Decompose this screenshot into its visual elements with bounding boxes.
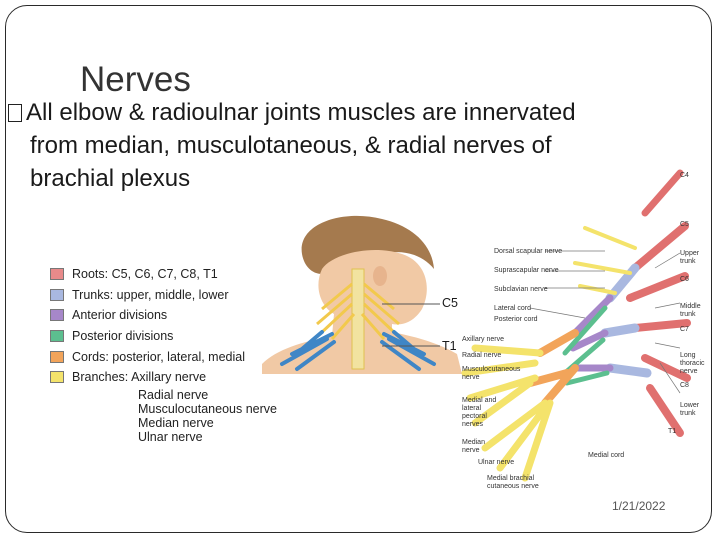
swatch-trunks bbox=[50, 288, 64, 301]
root-c8 bbox=[641, 354, 691, 382]
label-c5: C5 bbox=[680, 221, 689, 228]
label-median: Median nerve bbox=[462, 439, 485, 454]
root-c5 bbox=[631, 222, 689, 272]
label-c8: C8 bbox=[680, 382, 689, 389]
label-long-thoracic: Long thoracic nerve bbox=[680, 352, 705, 375]
right-leaders bbox=[654, 252, 681, 394]
legend-item-branches: Branches: Axillary nerve bbox=[50, 367, 277, 388]
plexus-left bbox=[316, 282, 356, 340]
label-suprascapular: Suprascapular nerve bbox=[494, 267, 559, 274]
slide-date: 1/21/2022 bbox=[612, 499, 666, 513]
bullet-text: All elbow & radioulnar joints muscles ar… bbox=[8, 96, 698, 195]
legend-item-roots: Roots: C5, C6, C7, C8, T1 bbox=[50, 264, 277, 285]
legend-item-trunks: Trunks: upper, middle, lower bbox=[50, 285, 277, 306]
branch-musculocutaneous: Musculocutaneous nerve bbox=[138, 401, 277, 416]
root-t1 bbox=[646, 384, 684, 437]
label-lateral-cord: Lateral cord bbox=[494, 305, 531, 312]
swatch-posterior bbox=[50, 330, 64, 343]
label-posterior-cord: Posterior cord bbox=[494, 316, 538, 323]
spinal-cord bbox=[351, 268, 365, 370]
branch-ulnar: Ulnar nerve bbox=[138, 429, 203, 444]
label-subclavian: Subclavian nerve bbox=[494, 286, 548, 293]
legend: Roots: C5, C6, C7, C8, T1 Trunks: upper,… bbox=[50, 264, 277, 444]
root-c6 bbox=[626, 272, 689, 302]
cords bbox=[526, 329, 579, 407]
legend-item-anterior: Anterior divisions bbox=[50, 305, 277, 326]
branch-radial: Radial nerve bbox=[138, 387, 209, 402]
anterior-division bbox=[569, 294, 614, 372]
top-leaders bbox=[529, 250, 605, 319]
label-middle-trunk: Middle trunk bbox=[680, 303, 701, 318]
swatch-branches bbox=[50, 371, 64, 384]
blue-nerves-left bbox=[280, 330, 336, 371]
legend-item-cords: Cords: posterior, lateral, medial bbox=[50, 346, 277, 367]
label-c7: C7 bbox=[680, 326, 689, 333]
label-c6: C6 bbox=[680, 276, 689, 283]
root-c4 bbox=[641, 169, 684, 217]
bullet-line-2: from median, musculotaneous, & radial ne… bbox=[30, 132, 552, 159]
label-lower-trunk: Lower trunk bbox=[680, 402, 700, 417]
small-branches bbox=[573, 226, 637, 295]
branch-median: Median nerve bbox=[138, 415, 214, 430]
label-pectoral: Medial and lateral pectoral nerves bbox=[462, 397, 497, 428]
label-dorsal-scapular: Dorsal scapular nerve bbox=[494, 248, 563, 255]
trunk-lower bbox=[605, 363, 652, 378]
neck-label-c5: C5 bbox=[442, 296, 458, 310]
slide-frame bbox=[5, 5, 712, 533]
label-medial-brachial: Medial brachial cutaneous nerve bbox=[487, 475, 539, 490]
legend-item-posterior: Posterior divisions bbox=[50, 326, 277, 347]
bullet-box-icon bbox=[8, 104, 22, 122]
label-medial-cord: Medial cord bbox=[588, 452, 625, 459]
swatch-cords bbox=[50, 350, 64, 363]
label-c4: C4 bbox=[680, 172, 689, 179]
label-upper-trunk: Upper trunk bbox=[680, 250, 700, 265]
branches bbox=[461, 344, 554, 482]
root-c7 bbox=[631, 319, 691, 332]
trunk-middle bbox=[600, 323, 640, 338]
bullet-line-1: All elbow & radioulnar joints muscles ar… bbox=[26, 99, 576, 126]
bullet-line-3: brachial plexus bbox=[30, 165, 191, 192]
label-t1: T1 bbox=[668, 428, 677, 435]
swatch-roots bbox=[50, 268, 64, 281]
label-ulnar: Ulnar nerve bbox=[478, 459, 515, 466]
blue-nerves-right bbox=[380, 330, 436, 371]
label-axillary: Axillary nerve bbox=[462, 336, 505, 343]
plexus-right bbox=[360, 282, 400, 340]
ear-shape bbox=[373, 266, 387, 286]
neck-label-t1: T1 bbox=[442, 339, 457, 353]
brachial-plexus-diagram bbox=[461, 169, 691, 482]
label-musculocutaneous: Musculocutaneous nerve bbox=[462, 366, 521, 381]
swatch-anterior bbox=[50, 309, 64, 322]
neck-illustration bbox=[262, 215, 462, 374]
label-radial: Radial nerve bbox=[462, 352, 502, 359]
slide-title: Nerves bbox=[80, 60, 191, 99]
